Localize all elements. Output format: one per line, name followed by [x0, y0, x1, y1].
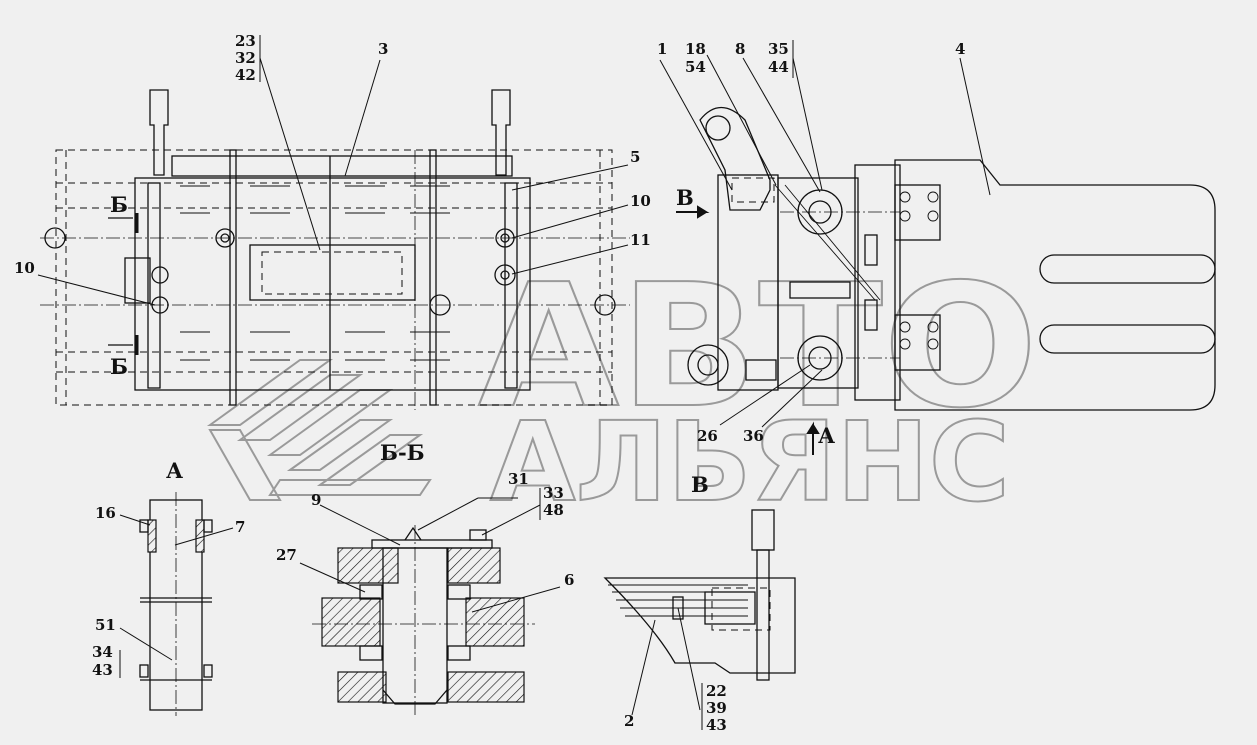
view-a-title: А: [166, 458, 183, 483]
callout-3: 3: [378, 40, 388, 58]
view-v-detail: [603, 509, 796, 681]
view-v-arrow-label: В: [676, 185, 694, 210]
callout-44: 44: [768, 58, 789, 76]
callout-2: 2: [624, 712, 634, 730]
section-b-b: [312, 525, 535, 716]
frame-plan-view: [40, 89, 630, 410]
view-a: [139, 492, 213, 716]
callout-4: 4: [955, 40, 965, 58]
callout-1: 1: [657, 40, 667, 58]
callout-8: 8: [735, 40, 745, 58]
view-a-arrow-label: А: [818, 423, 835, 448]
callout-39: 39: [706, 699, 727, 717]
callout-5: 5: [630, 148, 640, 166]
callout-10-right: 10: [630, 192, 651, 210]
callout-16: 16: [95, 504, 116, 522]
callout-34: 34: [92, 643, 113, 661]
watermark-line2: АЛЬЯНС: [490, 398, 1010, 526]
view-labels: Б-Б А А Б Б В В: [110, 185, 835, 497]
callout-32: 32: [235, 49, 256, 67]
view-v-title: В: [691, 472, 709, 497]
callout-22: 22: [706, 682, 727, 700]
section-b-b-title: Б-Б: [380, 440, 425, 465]
callout-27: 27: [276, 546, 297, 564]
callout-42: 42: [235, 66, 256, 84]
callout-43-a: 43: [92, 661, 113, 679]
leader-lines: [37, 35, 991, 730]
callout-numbers: 23 32 42 3 5 10 11 10 1 18 54 8 35 44 4 …: [14, 32, 965, 734]
callout-43-b: 43: [706, 716, 727, 734]
callout-48: 48: [543, 501, 564, 519]
watermark-line1: АВТО: [478, 248, 1038, 446]
callout-26: 26: [697, 427, 718, 445]
callout-10-left: 10: [14, 259, 35, 277]
cut-b-top-label: Б: [110, 192, 128, 217]
callout-6: 6: [564, 571, 574, 589]
callout-7: 7: [235, 518, 245, 536]
callout-54: 54: [685, 58, 706, 76]
callout-9: 9: [311, 491, 321, 509]
callout-23: 23: [235, 32, 256, 50]
callout-33: 33: [543, 484, 564, 502]
cut-b-bottom-label: Б: [110, 354, 128, 379]
callout-51: 51: [95, 616, 116, 634]
callout-11: 11: [630, 231, 651, 249]
callout-31: 31: [508, 470, 529, 488]
watermark: АВТО АЛЬЯНС: [206, 247, 1039, 527]
callout-35: 35: [768, 40, 789, 58]
callout-18: 18: [685, 40, 706, 58]
callout-36: 36: [743, 427, 764, 445]
watermark-logo: [206, 359, 432, 501]
